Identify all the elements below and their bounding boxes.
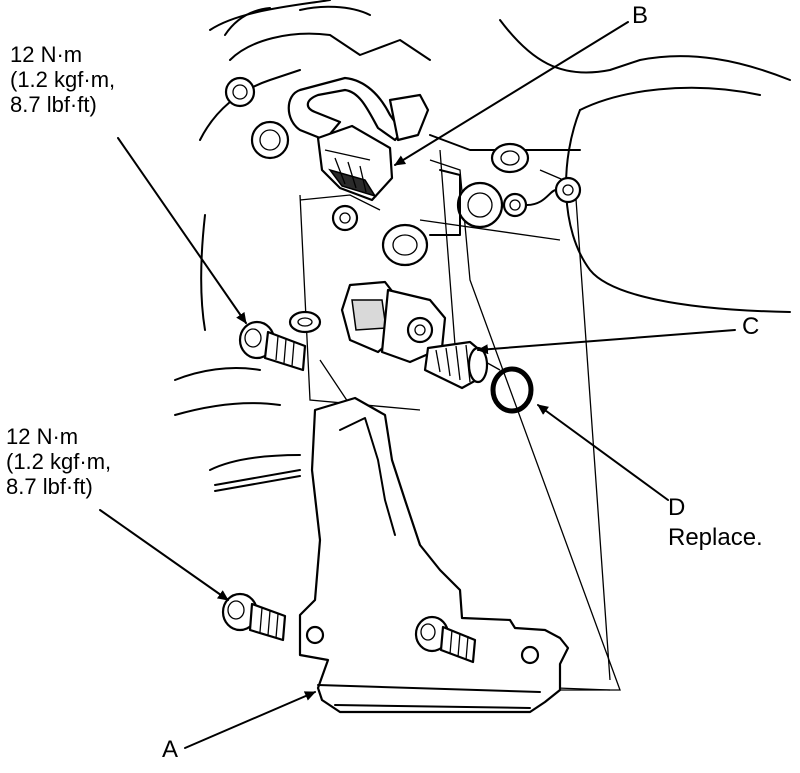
cover-a [298,396,570,714]
callout-d-note: Replace. [668,524,763,551]
torque-lower-line2: (1.2 kgf·m, [6,449,112,474]
torque-spec-lower: 12 N·m (1.2 kgf·m, 8.7 lbf·ft) [6,424,111,499]
leader-torque-upper [117,137,247,324]
o-ring-d [490,366,534,414]
torque-lower-line1: 12 N·m [6,424,79,449]
upper-bolt [238,320,307,372]
lower-right-bolt [414,615,477,664]
sensor-c [340,280,489,390]
leader-torque-lower [99,509,229,601]
torque-lower-line3: 8.7 lbf·ft) [6,474,93,499]
block-bolts [224,76,582,334]
torque-upper-line3: 8.7 lbf·ft) [10,92,97,117]
leader-b [394,21,629,166]
torque-spec-upper: 12 N·m (1.2 kgf·m, 8.7 lbf·ft) [10,42,115,117]
callout-b: B [632,2,649,29]
torque-upper-line2: (1.2 kgf·m, [10,67,116,92]
leader-d [537,404,669,501]
harness-connector-b [287,76,430,202]
leader-a [184,691,316,749]
torque-upper-line1: 12 N·m [10,42,83,67]
callout-a: A [162,736,179,763]
leader-c [477,329,736,355]
callout-c: C [742,313,760,340]
leader-lines [99,21,736,749]
callout-d: D [668,494,686,521]
lower-left-bolt [221,592,287,642]
